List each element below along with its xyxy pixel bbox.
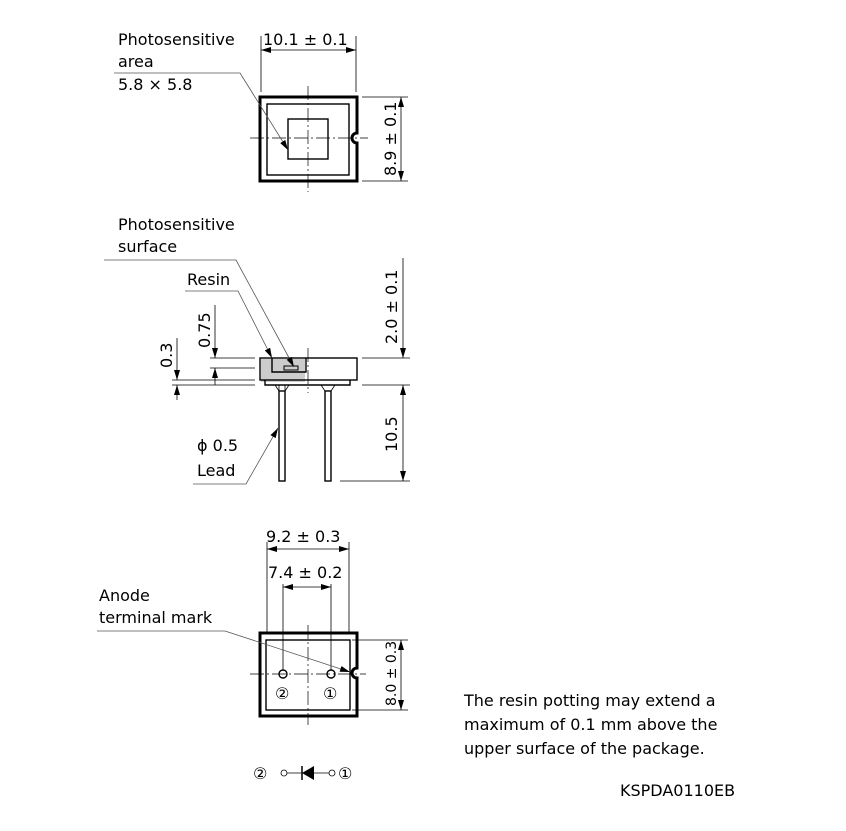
- width-dimension: 10.1 ± 0.1: [263, 30, 348, 49]
- side-view: 2.0 ± 0.1 10.5 0.75 0.3 Photosensitive s…: [104, 215, 410, 485]
- package-outline: [258, 95, 359, 183]
- photosensitive-surface-label-2: surface: [118, 237, 177, 256]
- photosensitive-area-label-2: area: [118, 52, 154, 71]
- pin-2-label: ②: [275, 684, 289, 703]
- top-view: 10.1 ± 0.1 8.9 ± 0.1 Photosensitive area…: [114, 30, 408, 192]
- pin-1-label: ①: [323, 684, 337, 703]
- note-line-1: The resin potting may extend a: [463, 691, 716, 710]
- lead-1: [324, 390, 332, 482]
- photosensitive-surface-label: Photosensitive: [118, 215, 235, 234]
- lead-label: Lead: [197, 461, 235, 480]
- lead-diameter-label: ϕ 0.5: [197, 436, 238, 455]
- package-outline: [258, 631, 359, 718]
- package-body: [259, 357, 358, 381]
- diode-symbol: ② ①: [253, 764, 352, 783]
- anode-mark-label: Anode: [99, 586, 150, 605]
- dimension-0-3: 0.3: [157, 343, 176, 368]
- pitch-dimension: 7.4 ± 0.2: [268, 563, 342, 582]
- note-line-3: upper surface of the package.: [464, 739, 705, 758]
- height-dimension: 2.0 ± 0.1: [382, 270, 401, 344]
- photosensitive-area-label: Photosensitive: [118, 30, 235, 49]
- width-dimension: 9.2 ± 0.3: [266, 527, 340, 546]
- lead-2: [278, 390, 286, 482]
- schematic-pin-1: ①: [338, 764, 352, 783]
- schematic-pin-2: ②: [253, 764, 267, 783]
- height-dimension: 8.9 ± 0.1: [381, 102, 400, 176]
- lead-length-dimension: 10.5: [382, 416, 401, 452]
- bottom-view: ② ① 9.2 ± 0.3 7.4 ± 0.2 8.0 ± 0.3 Anode …: [97, 527, 408, 725]
- photosensitive-area-size: 5.8 × 5.8: [118, 75, 192, 94]
- resin-label: Resin: [187, 270, 230, 289]
- dimension-0-75: 0.75: [195, 312, 214, 348]
- note-line-2: maximum of 0.1 mm above the: [464, 715, 717, 734]
- drawing-code: KSPDA0110EB: [620, 781, 735, 800]
- anode-mark-label-2: terminal mark: [99, 608, 213, 627]
- height-dimension: 8.0 ± 0.3: [384, 641, 400, 706]
